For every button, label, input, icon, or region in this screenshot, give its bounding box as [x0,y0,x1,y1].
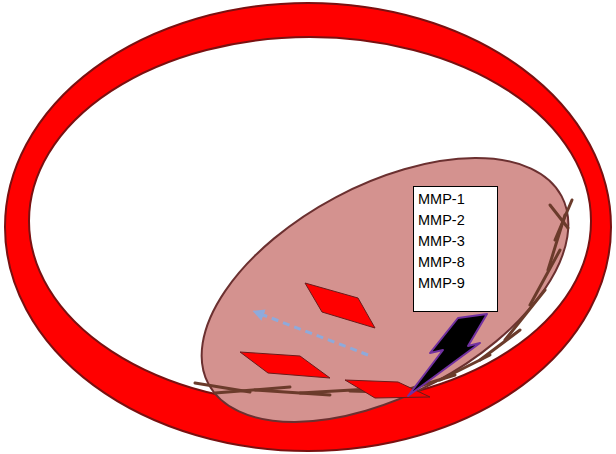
enzyme-label: MMP-1 [418,189,493,210]
migration-arrow [258,313,368,355]
enzyme-label: MMP-9 [418,273,493,294]
fibrous-cap [195,200,572,395]
plaque [159,103,611,454]
smooth-muscle-cells [240,283,430,398]
enzyme-label: MMP-8 [418,252,493,273]
mmp-box: MMP-1MMP-2MMP-3MMP-8MMP-9 [413,186,498,312]
lightning-bolt [408,314,487,396]
enzyme-label: MMP-2 [418,210,493,231]
enzyme-label: MMP-3 [418,231,493,252]
